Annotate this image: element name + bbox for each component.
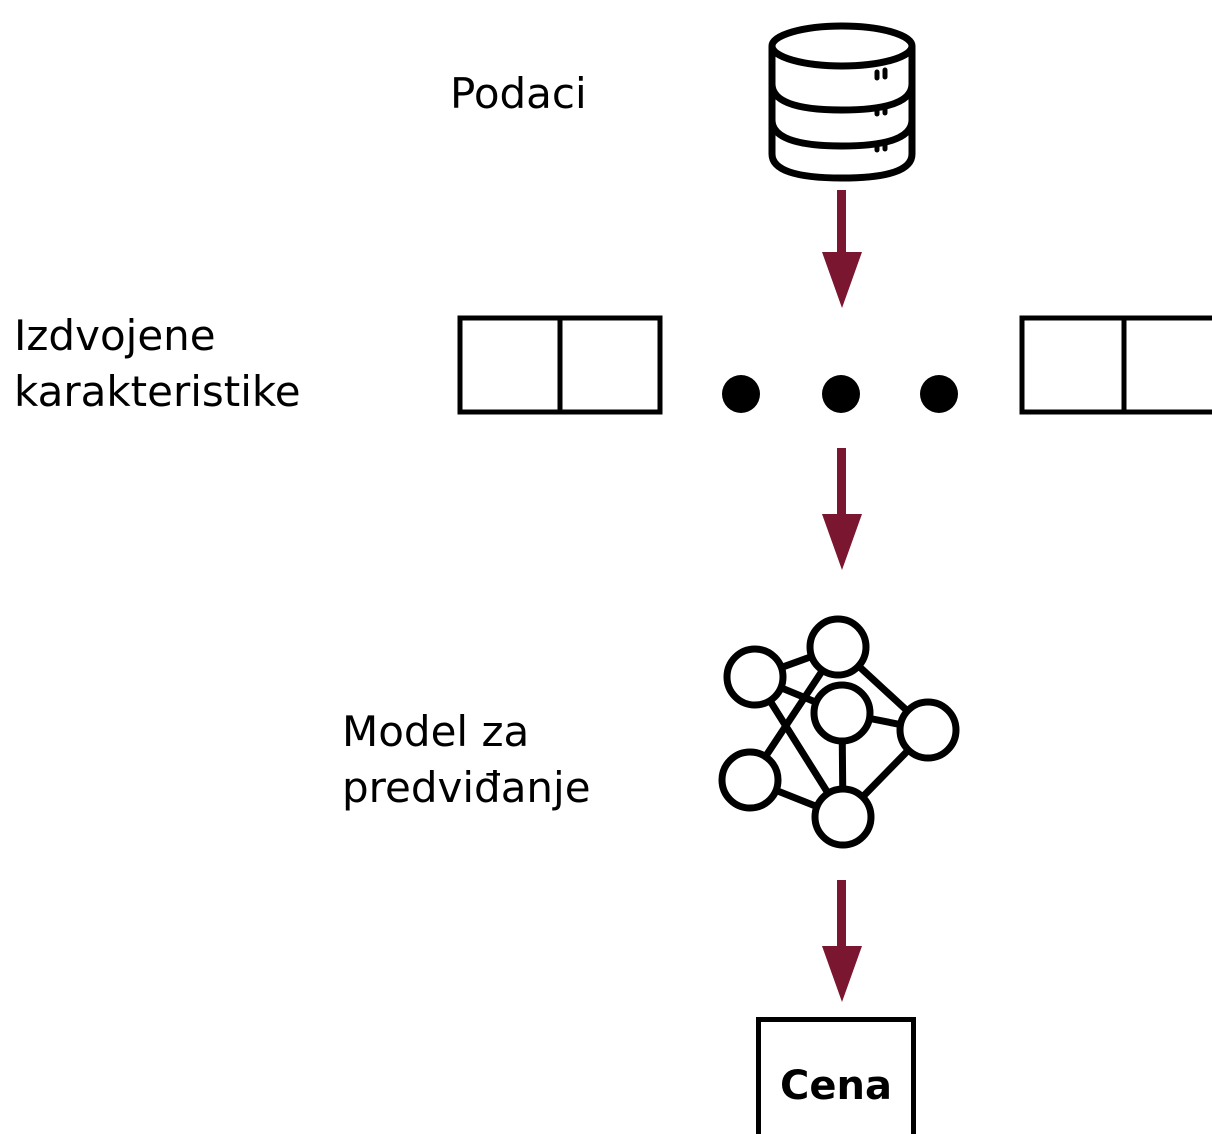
ellipsis-dot-1	[722, 375, 760, 413]
output-label: Cena	[780, 1063, 892, 1109]
ellipsis-dot-3	[920, 375, 958, 413]
data-label-text: Podaci	[450, 69, 587, 118]
model-label: Model za predviđanje	[342, 704, 591, 816]
features-label-line1: Izdvojene	[14, 311, 216, 360]
database-icon	[768, 22, 916, 182]
nn-node-left-bottom	[718, 748, 782, 812]
neural-network-icon	[718, 615, 960, 849]
flow-arrow-1	[822, 190, 862, 308]
feature-vector-icon	[457, 315, 1212, 415]
model-label-line2: predviđanje	[342, 763, 591, 812]
flow-arrow-3	[822, 880, 862, 1002]
output-box: Cena	[756, 1017, 916, 1134]
feature-cell-group-right	[1019, 315, 1212, 415]
nn-node-bottom	[811, 785, 875, 849]
nn-node-left-top	[723, 645, 787, 709]
nn-node-right	[896, 698, 960, 762]
ellipsis-dot-2	[822, 375, 860, 413]
features-label: Izdvojene karakteristike	[14, 308, 301, 420]
nn-node-center	[810, 681, 874, 745]
nn-node-top	[806, 615, 870, 679]
data-label: Podaci	[450, 66, 587, 122]
flow-arrow-2	[822, 448, 862, 570]
model-label-line1: Model za	[342, 707, 530, 756]
features-label-line2: karakteristike	[14, 367, 301, 416]
